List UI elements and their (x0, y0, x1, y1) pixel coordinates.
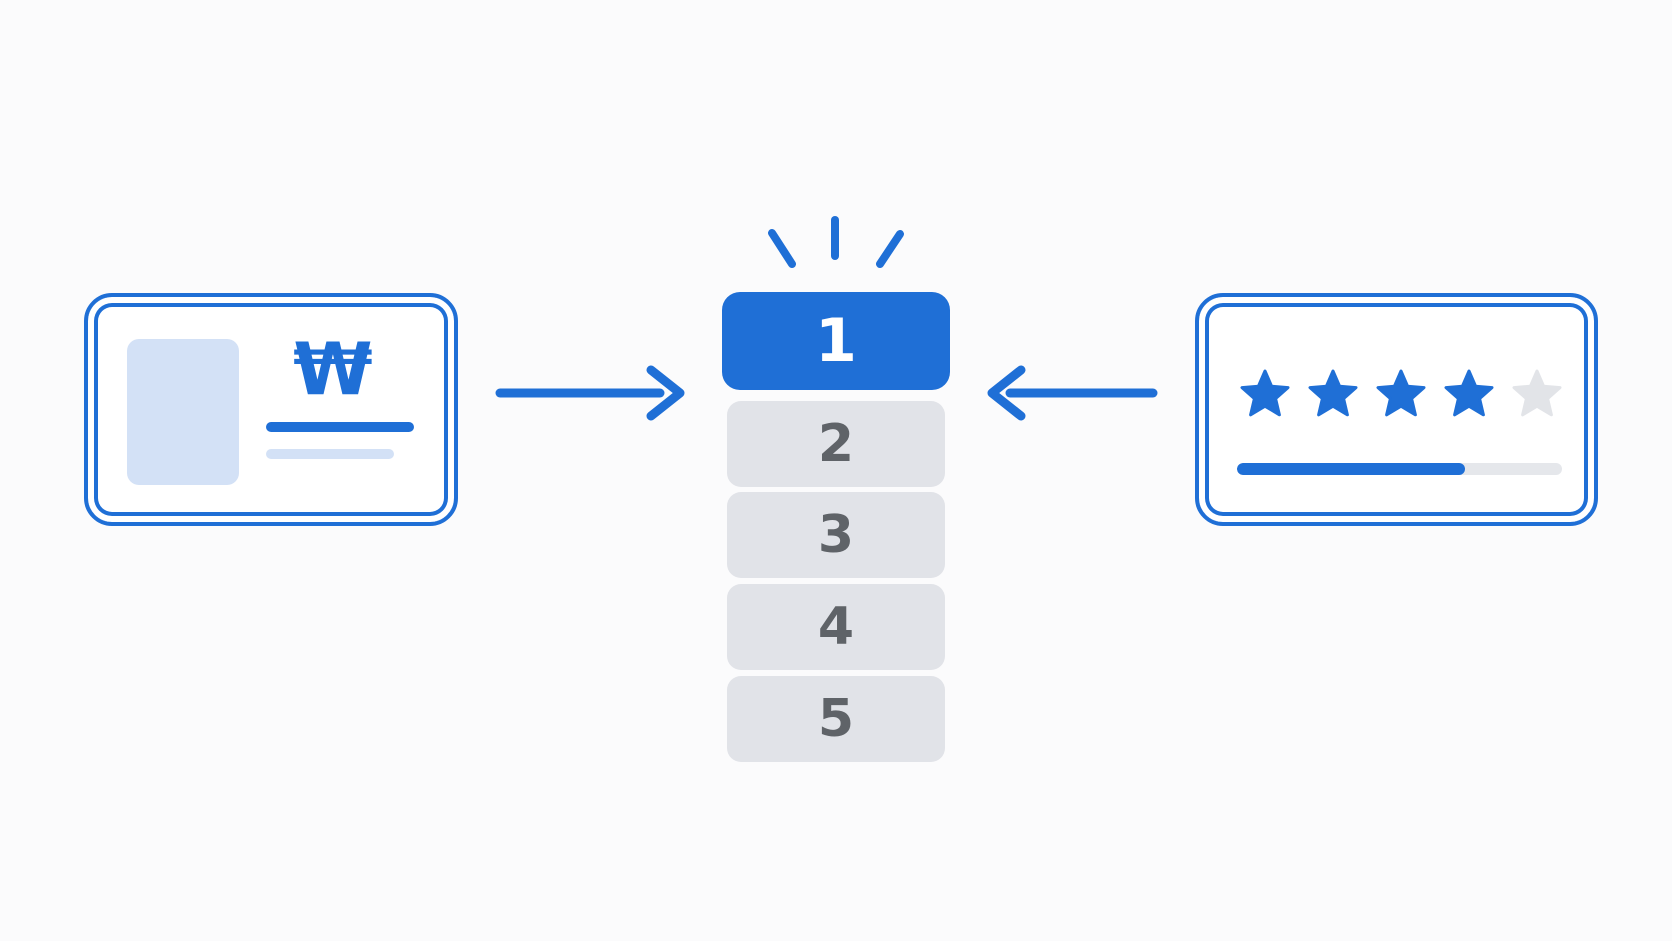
rank-item-2: 2 (727, 401, 945, 487)
star-filled-icon (1376, 369, 1426, 417)
rank-item-4: 4 (727, 584, 945, 670)
star-rating (1237, 367, 1565, 425)
burst-lines-icon (768, 216, 904, 268)
arrow-right-icon (495, 365, 685, 421)
rank-item-3: 3 (727, 492, 945, 578)
price-subtext-line (266, 449, 394, 459)
rank-item-1: 1 (722, 292, 950, 390)
rating-progress-bar (1237, 463, 1562, 475)
rating-card (1195, 293, 1598, 526)
arrow-left-icon (987, 365, 1158, 421)
star-filled-icon (1308, 369, 1358, 417)
rating-progress-fill (1237, 463, 1465, 475)
currency-symbol: ₩ (293, 327, 373, 411)
price-text-line (266, 422, 414, 432)
image-placeholder-icon (127, 339, 239, 485)
star-filled-icon (1444, 369, 1494, 417)
price-card: ₩ (84, 293, 458, 526)
rank-item-5: 5 (727, 676, 945, 762)
star-empty-icon (1512, 369, 1562, 417)
star-filled-icon (1240, 369, 1290, 417)
